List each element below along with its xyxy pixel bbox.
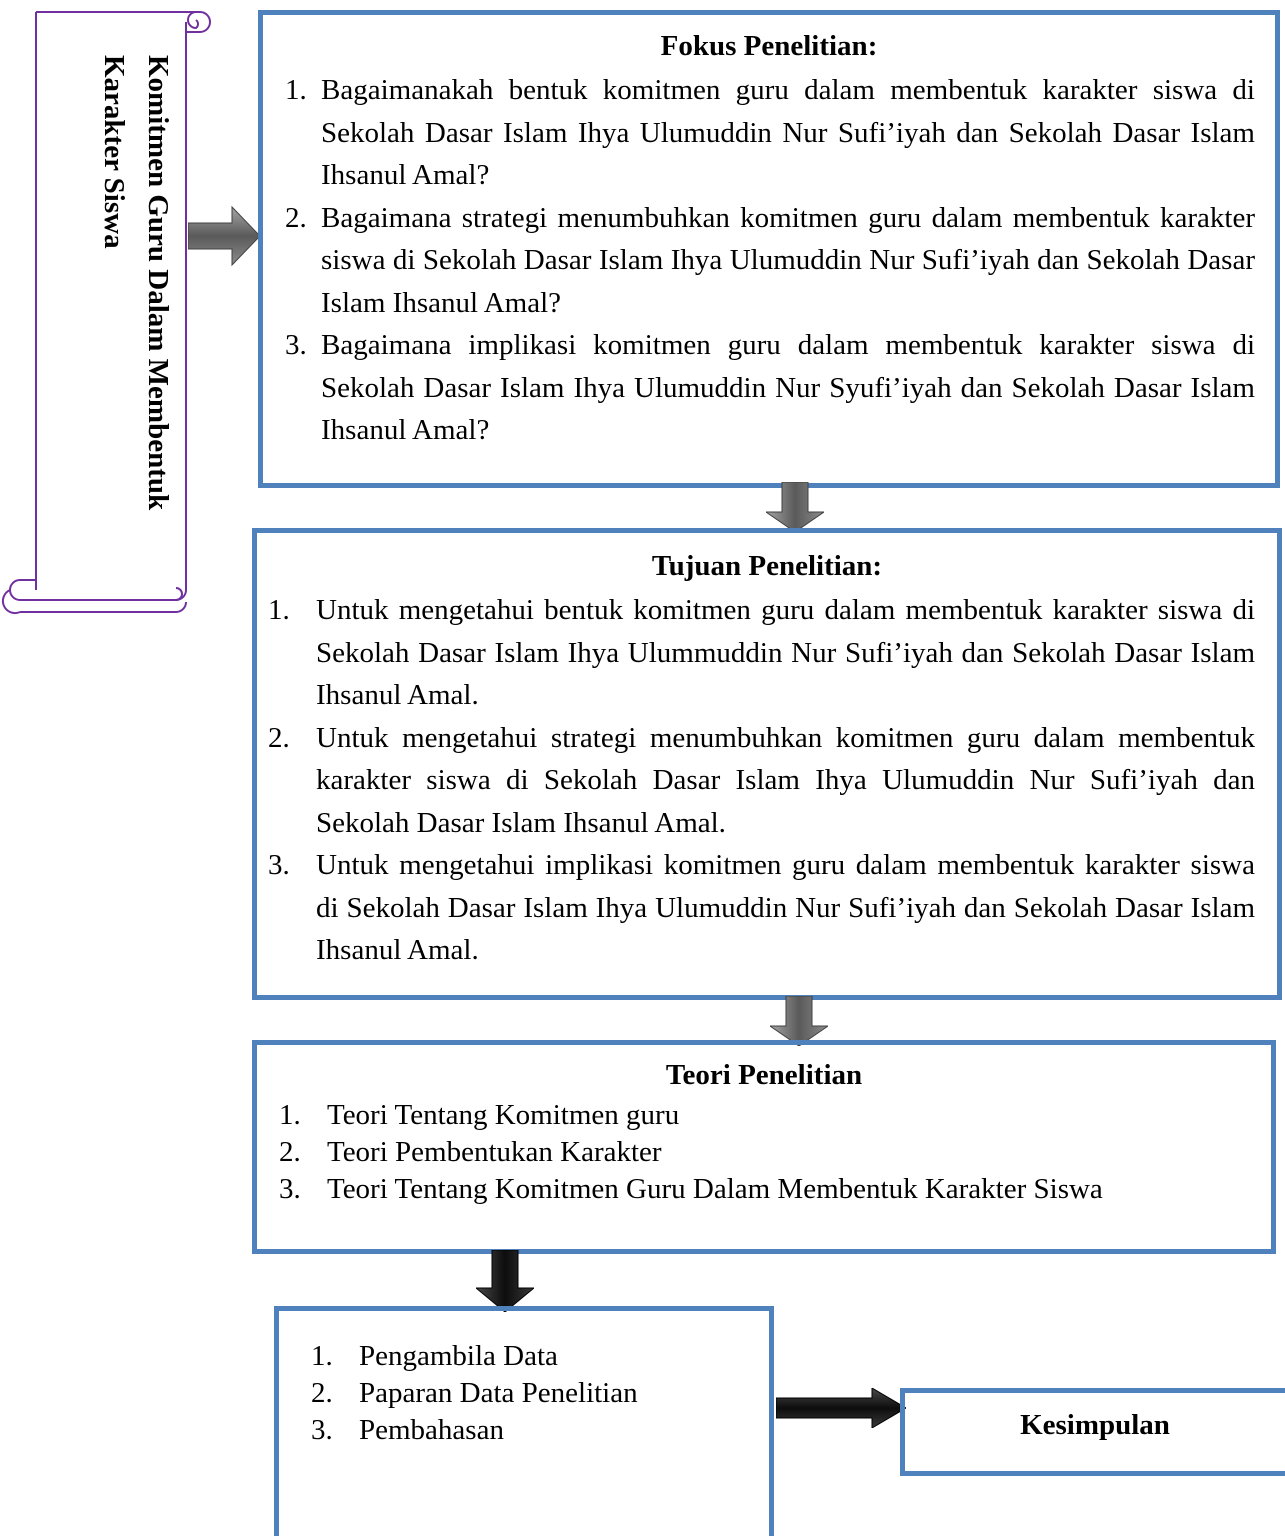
item-number: 2. bbox=[285, 201, 307, 234]
list-item: 3. Untuk mengetahui implikasi komitmen gu… bbox=[268, 844, 1255, 972]
tujuan-title: Tujuan Penelitian: bbox=[651, 550, 883, 582]
list-item: 2. Teori Pembentukan Karakter bbox=[279, 1134, 1251, 1171]
list-item: 2. Untuk mengetahui strategi menumbuhkan … bbox=[268, 717, 1255, 845]
tujuan-list: 1. Untuk mengetahui bentuk komitmen guru … bbox=[268, 589, 1255, 972]
list-item: 2. Paparan Data Penelitian bbox=[311, 1375, 759, 1412]
list-item: 3. Teori Tentang Komitmen Guru Dalam Memb… bbox=[279, 1171, 1251, 1208]
item-number: 3. bbox=[285, 329, 307, 361]
list-item: 1. Pengambila Data bbox=[311, 1338, 759, 1375]
list-item: 1. Bagaimanakah bentuk komitmen guru dala… bbox=[285, 69, 1255, 197]
item-text: Paparan Data Penelitian bbox=[359, 1377, 638, 1409]
arrow-right-icon bbox=[188, 205, 260, 267]
proses-box: 1. Pengambila Data 2. Paparan Data Penelit… bbox=[274, 1306, 774, 1536]
item-text: Bagaimana strategi menumbuhkan komitmen … bbox=[321, 201, 1255, 319]
arrow-down-icon bbox=[476, 1250, 534, 1312]
kesimpulan-box: Kesimpulan bbox=[900, 1388, 1285, 1476]
list-item: 3. Pembahasan bbox=[311, 1412, 759, 1449]
item-text: Pembahasan bbox=[359, 1414, 504, 1446]
list-item: 1. Teori Tentang Komitmen guru bbox=[279, 1097, 1251, 1134]
item-text: Untuk mengetahui bentuk komitmen guru da… bbox=[316, 594, 1255, 711]
list-item: 1. Untuk mengetahui bentuk komitmen guru … bbox=[268, 589, 1255, 717]
arrow-down-icon bbox=[770, 996, 828, 1046]
fokus-list: 1. Bagaimanakah bentuk komitmen guru dala… bbox=[285, 69, 1255, 452]
item-number: 3. bbox=[279, 1173, 301, 1205]
item-number: 1. bbox=[311, 1340, 333, 1372]
item-text: Bagaimanakah bentuk komitmen guru dalam … bbox=[321, 74, 1255, 191]
list-item: 2. Bagaimana strategi menumbuhkan komitme… bbox=[285, 197, 1255, 325]
fokus-title: Fokus Penelitian: bbox=[660, 30, 878, 62]
fokus-box: Fokus Penelitian: 1. Bagaimanakah bentuk … bbox=[258, 10, 1280, 488]
arrow-down-icon bbox=[766, 482, 824, 532]
kesimpulan-label: Kesimpulan bbox=[1020, 1409, 1170, 1441]
item-number: 2. bbox=[279, 1136, 301, 1168]
teori-box: Teori Penelitian 1. Teori Tentang Komitme… bbox=[252, 1040, 1276, 1254]
item-number: 1. bbox=[279, 1099, 301, 1131]
teori-list: 1. Teori Tentang Komitmen guru 2. Teori Pe… bbox=[279, 1097, 1251, 1208]
item-number: 1. bbox=[285, 74, 307, 106]
list-item: 3. Bagaimana implikasi komitmen guru dala… bbox=[285, 324, 1255, 452]
item-text: Teori Tentang Komitmen guru bbox=[327, 1099, 680, 1131]
item-number: 2. bbox=[311, 1377, 333, 1409]
arrow-right-icon bbox=[776, 1388, 906, 1428]
scroll-banner bbox=[1, 11, 212, 615]
teori-title: Teori Penelitian bbox=[665, 1059, 863, 1091]
side-banner-title: Komitmen Guru Dalam Membentuk Karakter S… bbox=[92, 55, 180, 575]
side-banner-line1: Komitmen Guru Dalam Membentuk bbox=[142, 55, 174, 511]
item-number: 2. bbox=[268, 721, 290, 754]
item-text: Teori Tentang Komitmen Guru Dalam Memben… bbox=[327, 1173, 1103, 1205]
tujuan-box: Tujuan Penelitian: 1. Untuk mengetahui be… bbox=[252, 528, 1282, 1000]
item-text: Bagaimana implikasi komitmen guru dalam … bbox=[321, 329, 1255, 446]
proses-list: 1. Pengambila Data 2. Paparan Data Penelit… bbox=[311, 1338, 759, 1449]
item-number: 3. bbox=[311, 1414, 333, 1446]
item-number: 1. bbox=[268, 594, 290, 626]
side-banner-line2: Karakter Siswa bbox=[98, 55, 130, 249]
item-text: Pengambila Data bbox=[359, 1340, 558, 1372]
item-text: Untuk mengetahui implikasi komitmen guru… bbox=[316, 849, 1255, 966]
item-number: 3. bbox=[268, 849, 290, 881]
item-text: Untuk mengetahui strategi menumbuhkan ko… bbox=[316, 721, 1255, 839]
item-text: Teori Pembentukan Karakter bbox=[327, 1136, 662, 1168]
